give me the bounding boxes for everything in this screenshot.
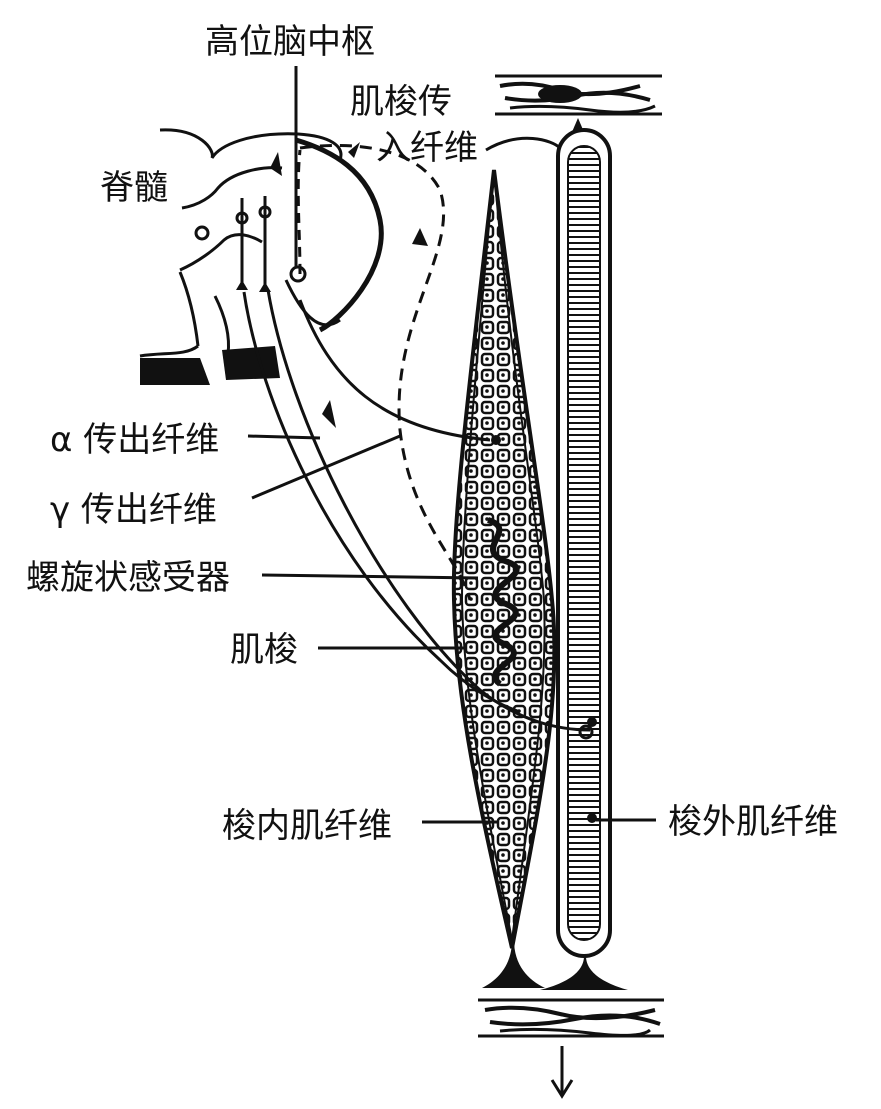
label-gamma-efferent: γ 传出纤维 [50,490,217,530]
label-spinal-cord: 脊髓 [100,168,168,208]
label-extrafusal-fiber: 梭外肌纤维 [668,802,838,842]
label-spindle-afferent-line1: 肌梭传 [350,82,452,122]
muscle-spindle-drawing [451,169,557,988]
top-tendon [495,74,662,116]
leader-lines [247,434,656,824]
label-spiral-receptor: 螺旋状感受器 [26,558,230,598]
arrow-down-icon [550,1046,574,1099]
label-higher-center: 高位脑中枢 [205,22,375,62]
gamma-efferent-drawing [242,291,521,714]
label-alpha-efferent: α 传出纤维 [50,420,220,460]
label-muscle-spindle: 肌梭 [230,630,298,670]
alpha-efferent-drawing [266,289,594,740]
spinal-cord-drawing [139,128,343,385]
label-spindle-afferent-line2: 入纤维 [376,128,478,168]
extrafusal-fiber-drawing [540,118,628,990]
spinal-neurons [235,152,307,292]
label-intrafusal-fiber: 梭内肌纤维 [222,806,392,846]
bottom-tendon [478,998,664,1038]
afferent-fiber-drawing [295,136,562,601]
